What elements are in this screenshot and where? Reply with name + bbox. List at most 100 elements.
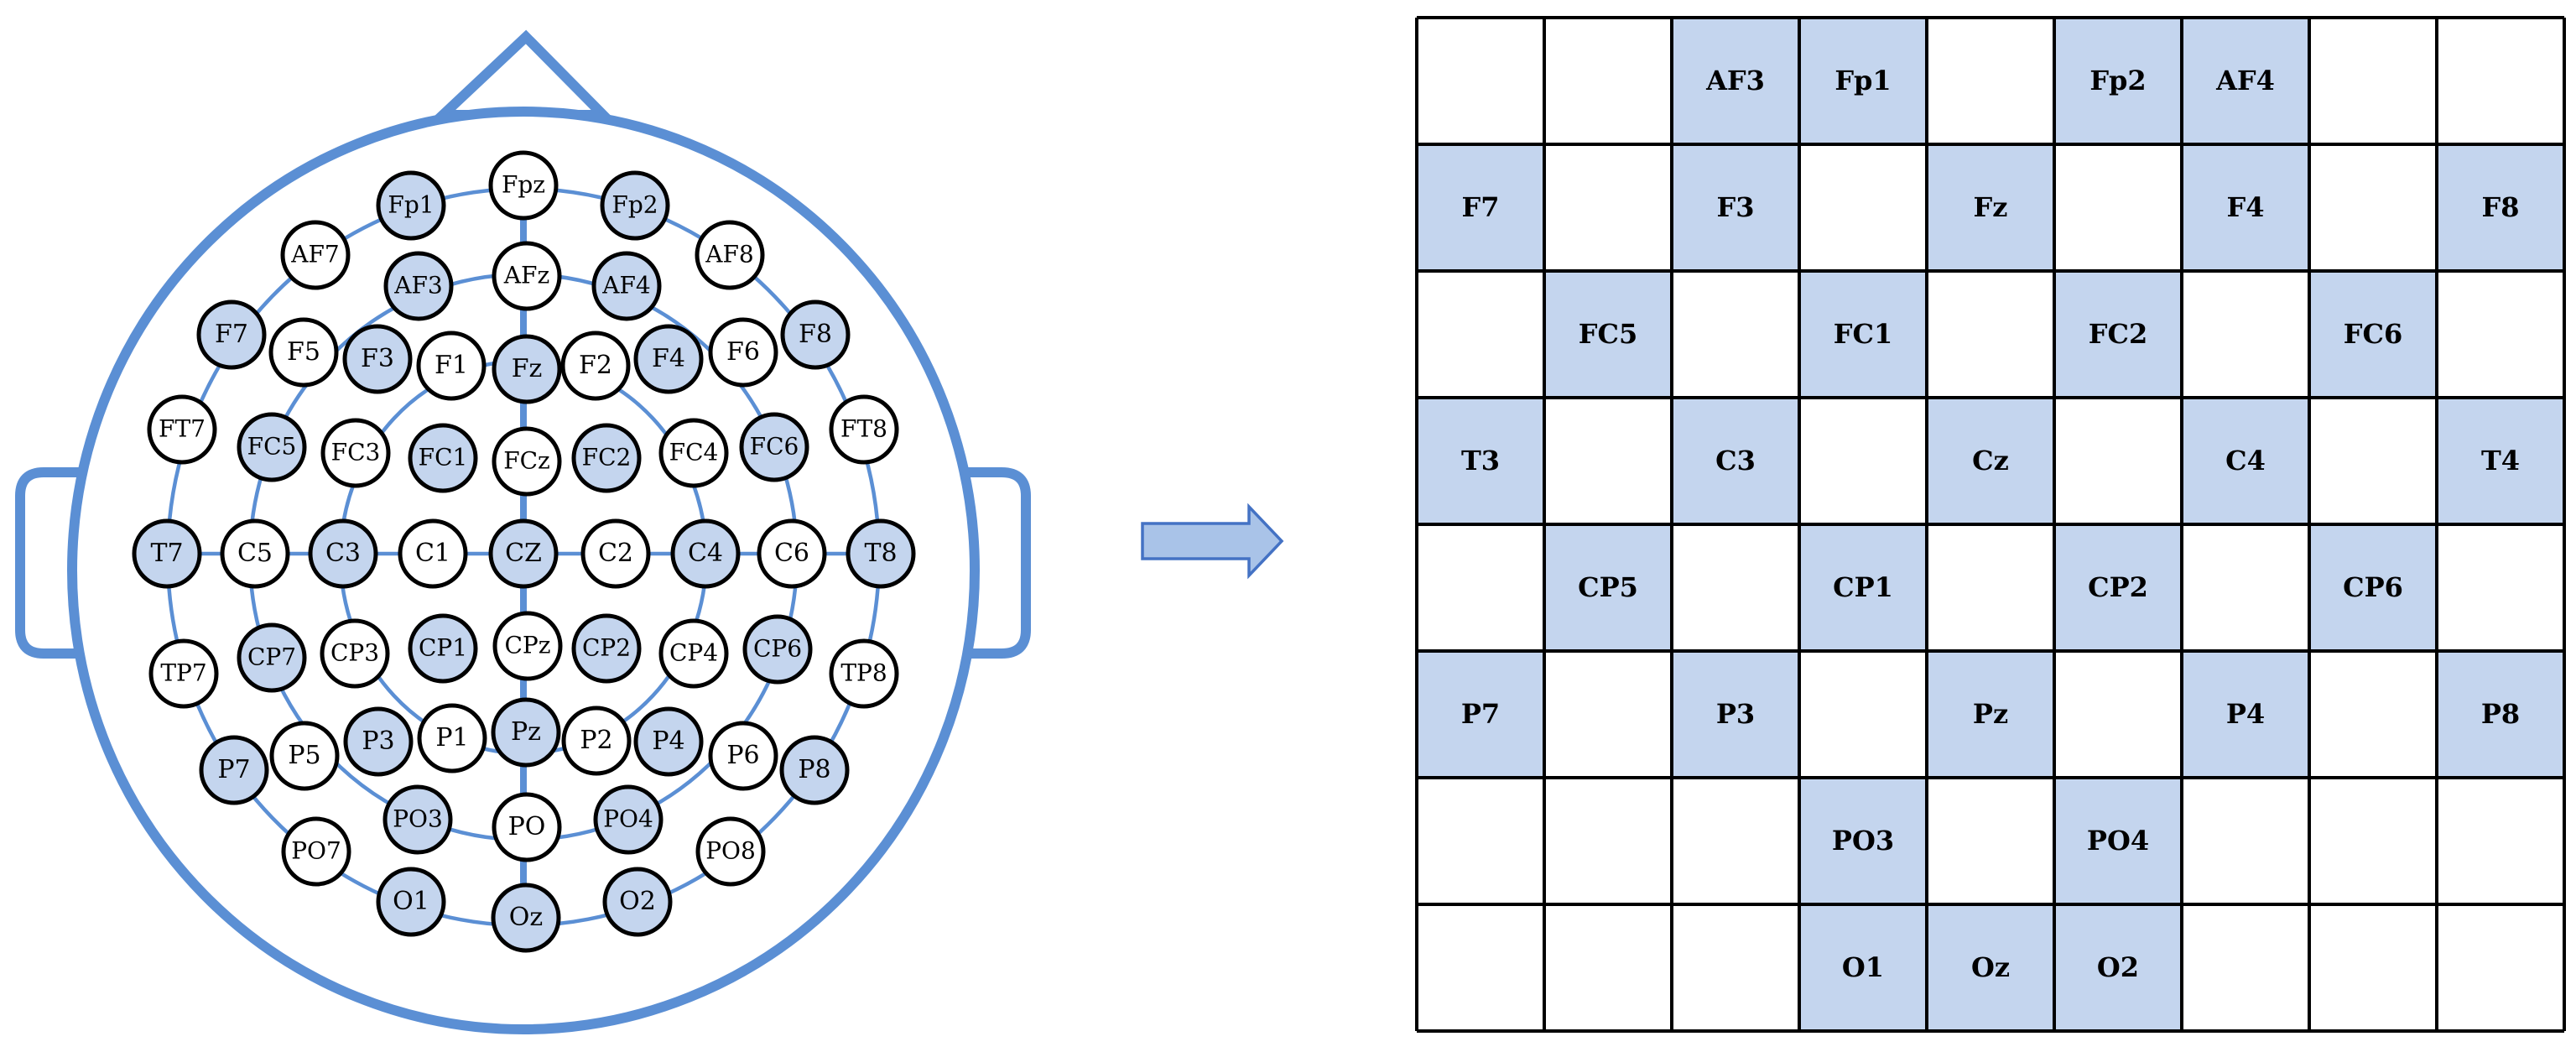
- electrode-fc4: FC4: [658, 418, 729, 488]
- grid-cell-empty: [2054, 144, 2182, 271]
- grid-cell-label: CP5: [1578, 571, 1638, 603]
- electrode-circle: [560, 331, 631, 401]
- electrode-fc2: FC2: [571, 423, 642, 493]
- grid-cell-background: [2309, 524, 2437, 651]
- grid-cell-label: Pz: [1973, 698, 2008, 730]
- grid-cell-t3: T3: [1417, 398, 1544, 524]
- electrode-label: P1: [435, 723, 468, 753]
- grid-cell-cp6: CP6: [2309, 524, 2437, 651]
- electrode-c5: C5: [220, 518, 290, 589]
- grid-cell-label: PO3: [1832, 825, 1894, 857]
- electrode-label: FC4: [669, 439, 719, 466]
- electrode-circle: [491, 883, 561, 953]
- grid-cell-fc1: FC1: [1799, 271, 1927, 398]
- electrode-f8: F8: [780, 299, 851, 370]
- grid-cell-empty: [2309, 144, 2437, 271]
- grid-cell-background: [1799, 18, 1927, 144]
- electrode-label: PO8: [705, 837, 756, 865]
- electrode-c3: C3: [308, 518, 378, 589]
- grid-cell-background: [1417, 524, 1544, 651]
- grid-cell-cp5: CP5: [1544, 524, 1672, 651]
- electrode-p4: P4: [633, 706, 704, 777]
- electrode-f6: F6: [708, 317, 778, 388]
- grid-cell-background: [2182, 778, 2309, 904]
- grid-cell-empty: [2309, 18, 2437, 144]
- grid-cell-empty: [2437, 18, 2564, 144]
- grid-cell-background: [1544, 904, 1672, 1031]
- electrode-label: FC1: [419, 444, 468, 471]
- grid-cell-background: [1927, 18, 2054, 144]
- grid-cell-label: FC1: [1834, 318, 1892, 350]
- electrode-circle: [220, 518, 290, 589]
- electrode-afz: AFz: [492, 241, 562, 311]
- grid-cell-t4: T4: [2437, 398, 2564, 524]
- grid-cell-empty: [1417, 904, 1544, 1031]
- electrode-label: CP3: [330, 639, 379, 667]
- electrode-fcz: FCz: [492, 426, 562, 497]
- grid-cell-background: [1799, 398, 1927, 524]
- electrode-label: P4: [652, 727, 684, 756]
- electrode-circle: [280, 220, 351, 290]
- electrode-cp4: CP4: [658, 618, 729, 689]
- electrode-cp7: CP7: [237, 622, 307, 693]
- electrode-label: C6: [774, 539, 809, 568]
- grid-cell-empty: [1544, 144, 1672, 271]
- electrode-label: C5: [237, 539, 273, 568]
- electrode-fc3: FC3: [320, 418, 391, 488]
- grid-cell-empty: [1927, 524, 2054, 651]
- electrode-label: O2: [619, 887, 656, 916]
- electrode-label: Fp1: [388, 191, 434, 219]
- grid-cell-background: [2309, 778, 2437, 904]
- grid-cell-label: F3: [1717, 191, 1755, 223]
- grid-cell-p4: P4: [2182, 651, 2309, 778]
- electrode-label: P3: [362, 727, 394, 756]
- grid-cell-label: T3: [1461, 445, 1500, 477]
- grid-cell-label: CP6: [2343, 571, 2403, 603]
- grid-cell-label: F7: [1462, 191, 1500, 223]
- grid-cell-label: AF3: [1705, 65, 1765, 96]
- grid-cell-background: [1672, 778, 1799, 904]
- electrode-circle: [416, 331, 487, 401]
- grid-cell-background: [2182, 18, 2309, 144]
- electrode-label: AFz: [503, 262, 549, 289]
- electrode-circle: [237, 622, 307, 693]
- arrow-right-icon: [1141, 503, 1284, 580]
- grid-cell-background: [1417, 271, 1544, 398]
- grid-cell-p8: P8: [2437, 651, 2564, 778]
- electrode-label: C3: [325, 539, 361, 568]
- grid-cell-fz: Fz: [1927, 144, 2054, 271]
- electrode-p7: P7: [199, 735, 269, 805]
- grid-cell-label: O2: [2097, 951, 2139, 983]
- grid-cell-background: [2437, 398, 2564, 524]
- electrode-label: FC5: [247, 433, 297, 461]
- grid-cell-empty: [2309, 651, 2437, 778]
- grid-cell-empty: [2182, 271, 2309, 398]
- grid-cell-empty: [2437, 778, 2564, 904]
- electrode-label: FC3: [331, 439, 381, 466]
- electrode-circle: [742, 614, 813, 685]
- grid-cell-p3: P3: [1672, 651, 1799, 778]
- grid-cell-label: Fp1: [1834, 65, 1891, 96]
- electrode-circle: [492, 611, 563, 681]
- electrode-cpz: CPz: [492, 611, 563, 681]
- grid-cell-background: [2182, 904, 2309, 1031]
- grid-cell-empty: [1799, 398, 1927, 524]
- electrode-circle: [342, 324, 413, 394]
- electrode-circle: [199, 735, 269, 805]
- grid-cell-background: [1544, 778, 1672, 904]
- electrode-circle: [376, 170, 446, 241]
- grid-cell-background: [1672, 18, 1799, 144]
- grid-cell-f4: F4: [2182, 144, 2309, 271]
- grid-cell-empty: [2437, 271, 2564, 398]
- grid-cell-label: Cz: [1972, 445, 2009, 477]
- grid-cell-background: [1799, 778, 1927, 904]
- grid-cell-f7: F7: [1417, 144, 1544, 271]
- grid-cell-background: [1544, 271, 1672, 398]
- electrode-circle: [780, 299, 851, 370]
- electrode-po4: PO4: [593, 784, 664, 855]
- grid-cell-af3: AF3: [1672, 18, 1799, 144]
- electrode-circle: [148, 638, 219, 709]
- electrode-label: O1: [393, 887, 429, 916]
- electrode-label: FC6: [750, 433, 799, 461]
